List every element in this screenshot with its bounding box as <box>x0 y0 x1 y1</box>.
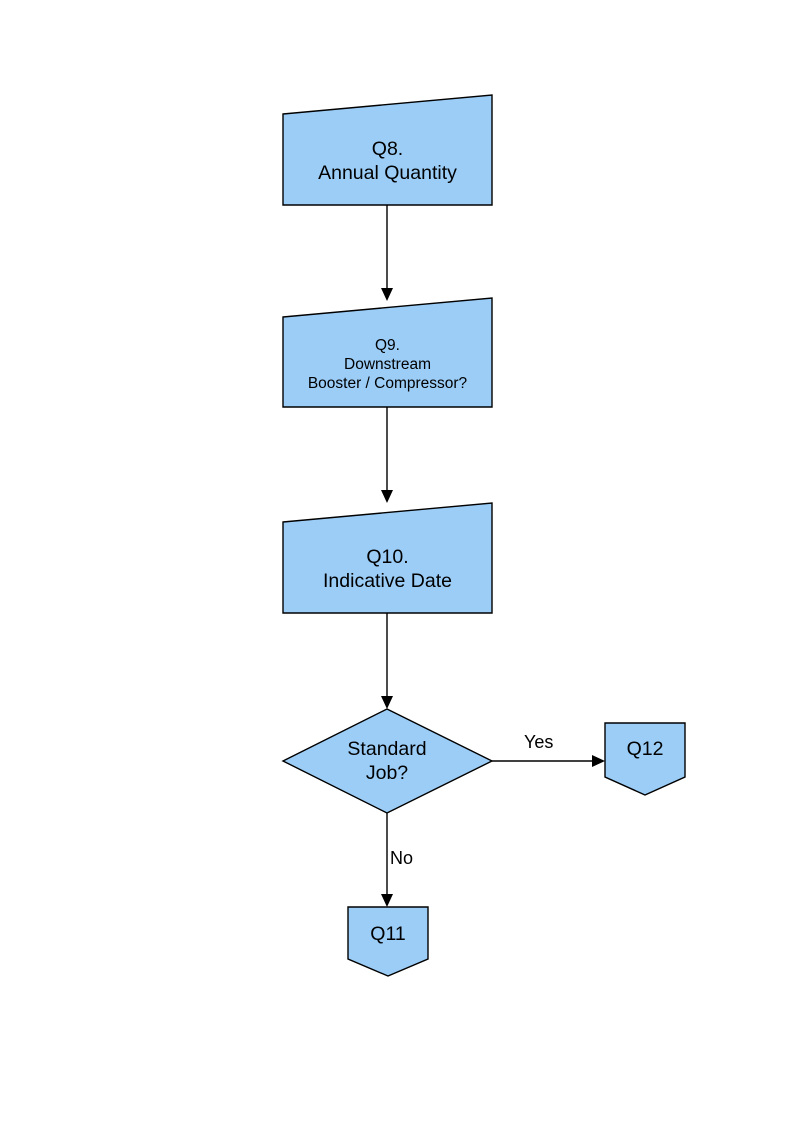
arrow-head-decision-to-q12 <box>592 755 605 767</box>
node-shape-q8[interactable] <box>282 94 493 206</box>
arrow-head-q9-to-q10 <box>381 490 393 503</box>
node-shape-decision[interactable] <box>281 708 494 814</box>
arrow-head-q10-to-decision <box>381 696 393 709</box>
node-shape-q12[interactable] <box>604 722 686 796</box>
edge-label-no: No <box>390 848 414 868</box>
node-shape-q9[interactable] <box>282 297 493 408</box>
edge-label-yes: Yes <box>524 732 554 752</box>
node-shape-q10[interactable] <box>282 502 493 614</box>
arrow-head-decision-to-q11 <box>381 894 393 907</box>
arrow-head-q8-to-q9 <box>381 288 393 301</box>
node-shape-q11[interactable] <box>347 906 429 977</box>
